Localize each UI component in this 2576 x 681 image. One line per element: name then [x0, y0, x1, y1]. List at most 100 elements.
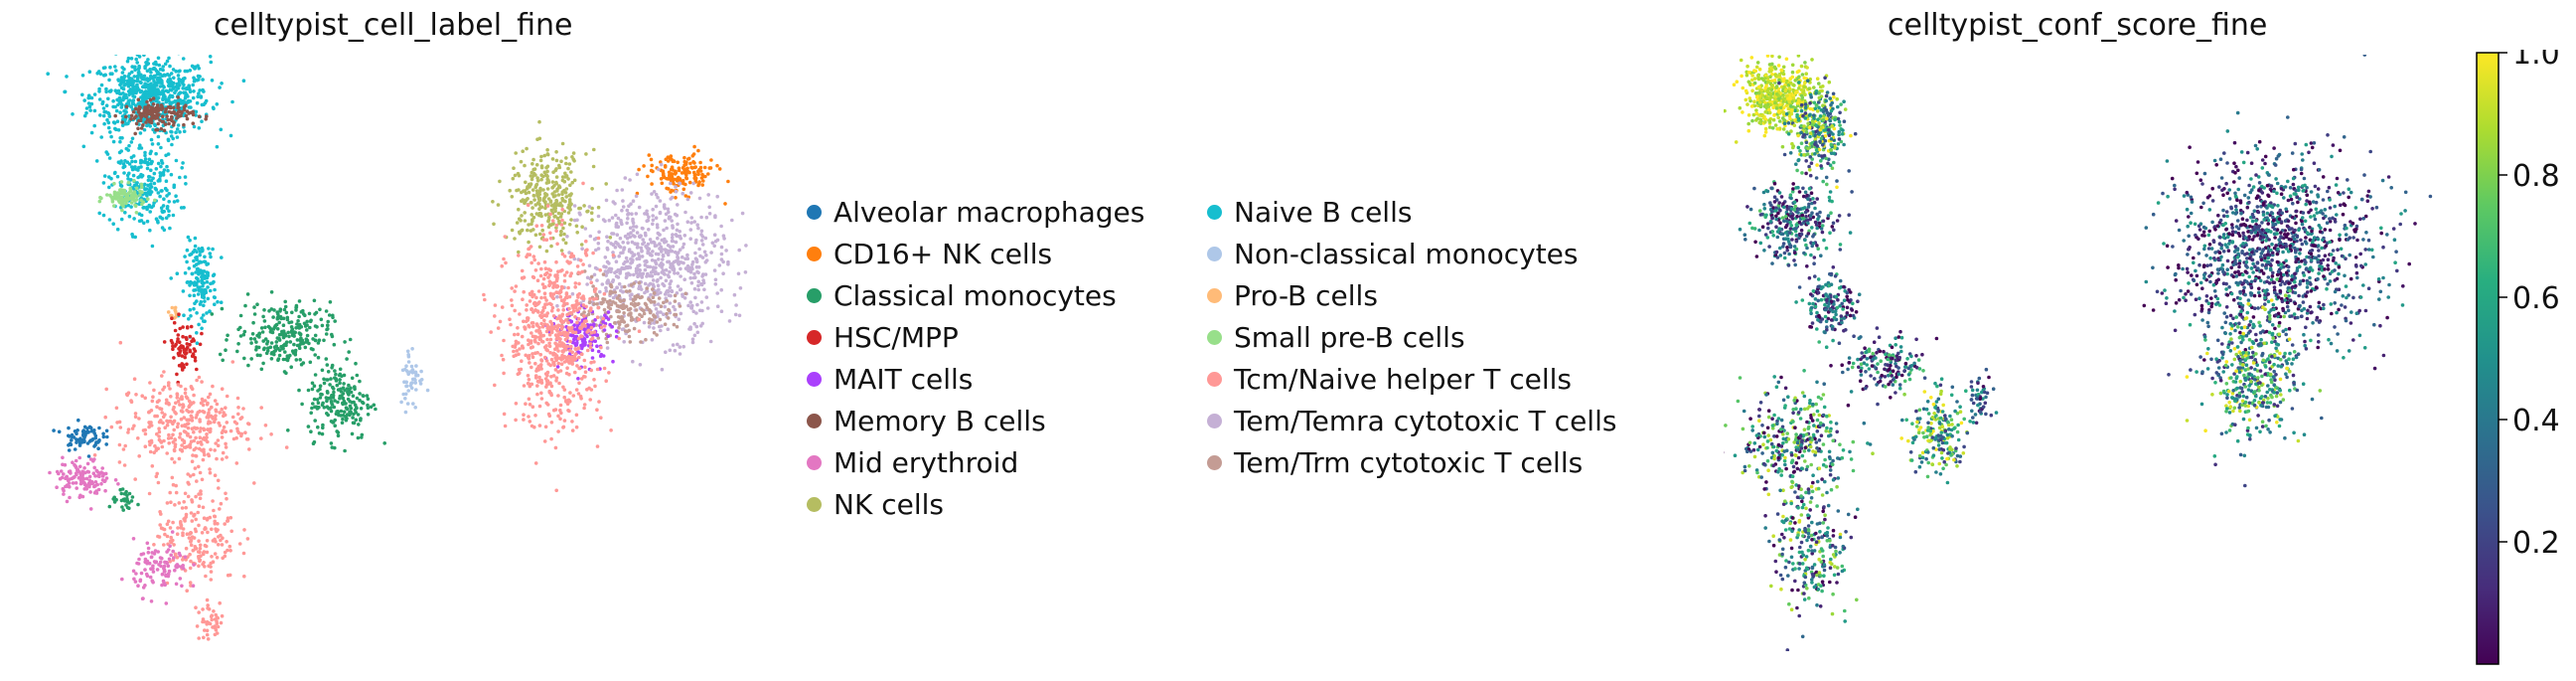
cell-point — [156, 121, 160, 126]
cell-point — [155, 431, 159, 436]
cell-point — [169, 535, 173, 540]
cell-point — [573, 357, 577, 361]
cell-point — [181, 161, 185, 165]
cell-point — [606, 334, 610, 339]
cell-point — [673, 271, 677, 275]
cell-point — [190, 459, 195, 464]
cell-point — [158, 391, 162, 396]
cell-point — [191, 353, 196, 357]
cell-point — [696, 287, 700, 292]
cell-point — [190, 64, 195, 69]
cell-point — [295, 343, 300, 348]
cell-point — [204, 117, 208, 121]
cell-point — [555, 356, 559, 360]
cell-point — [634, 225, 639, 229]
cell-point — [557, 381, 561, 386]
cell-point — [175, 372, 179, 377]
cell-point — [168, 64, 172, 69]
cell-point — [574, 224, 579, 229]
cell-point — [152, 201, 156, 205]
cell-point — [180, 584, 184, 589]
cell-point — [176, 399, 181, 404]
cell-point — [619, 288, 623, 293]
cell-point — [198, 250, 203, 254]
cell-point — [615, 296, 620, 300]
cell-point — [570, 180, 574, 185]
cell-point — [662, 300, 666, 305]
cell-point — [188, 69, 193, 73]
cell-point — [316, 389, 320, 393]
cell-point — [545, 148, 549, 152]
cell-point — [185, 325, 190, 329]
cell-point — [626, 217, 630, 221]
cell-point — [175, 396, 180, 400]
cell-point — [114, 108, 119, 113]
cell-point — [692, 176, 696, 180]
cell-point — [159, 78, 163, 83]
cell-point — [482, 292, 486, 297]
cell-point — [524, 180, 528, 185]
cell-point — [192, 472, 196, 477]
cell-point — [166, 436, 171, 440]
cell-point — [588, 345, 593, 350]
cell-point — [533, 233, 538, 238]
cell-point — [530, 365, 533, 370]
cell-point — [493, 303, 498, 307]
cell-point — [629, 301, 634, 306]
cell-point — [350, 376, 355, 381]
cell-point — [145, 541, 150, 546]
cell-point — [313, 373, 318, 377]
cell-point — [188, 307, 193, 312]
cell-point — [170, 313, 174, 318]
cell-point — [86, 454, 91, 458]
cell-point — [517, 254, 521, 257]
cell-point — [341, 402, 346, 407]
cell-point — [111, 120, 116, 124]
cell-point — [560, 175, 565, 179]
cell-point — [633, 301, 638, 306]
cell-point — [548, 231, 552, 236]
cell-point — [296, 319, 300, 323]
cell-point — [157, 434, 161, 438]
cell-point — [321, 401, 325, 406]
cell-point — [228, 549, 232, 553]
cell-point — [183, 391, 188, 396]
cell-point — [159, 564, 163, 569]
cell-point — [645, 274, 649, 278]
cell-point — [561, 350, 565, 354]
cell-point — [354, 418, 359, 423]
cell-point — [537, 207, 541, 211]
cell-point — [636, 252, 641, 255]
cell-point — [153, 89, 157, 94]
cell-point — [586, 328, 591, 333]
cell-point — [555, 294, 559, 299]
cell-point — [192, 306, 196, 311]
cell-point — [149, 71, 153, 75]
cell-point — [554, 376, 559, 381]
cell-point — [113, 194, 118, 198]
cell-point — [513, 237, 517, 241]
cell-point — [605, 235, 609, 239]
cell-point — [539, 205, 544, 209]
cell-point — [109, 134, 113, 139]
cell-point — [604, 289, 609, 293]
cell-point — [175, 425, 180, 429]
cell-point — [177, 77, 181, 82]
cell-point — [123, 83, 128, 86]
cell-point — [163, 94, 167, 98]
cell-point — [163, 583, 167, 588]
cell-point — [333, 399, 337, 403]
cell-point — [169, 395, 173, 399]
cell-point — [142, 206, 146, 210]
cell-point — [151, 96, 156, 100]
cell-point — [508, 188, 512, 193]
cell-point — [647, 153, 652, 157]
cell-point — [620, 208, 624, 213]
cell-point — [592, 272, 597, 277]
cell-point — [656, 302, 661, 306]
cell-point — [132, 75, 137, 79]
cell-point — [510, 228, 515, 233]
cell-point — [266, 346, 270, 351]
cell-point — [565, 336, 569, 340]
cell-point — [694, 324, 699, 329]
